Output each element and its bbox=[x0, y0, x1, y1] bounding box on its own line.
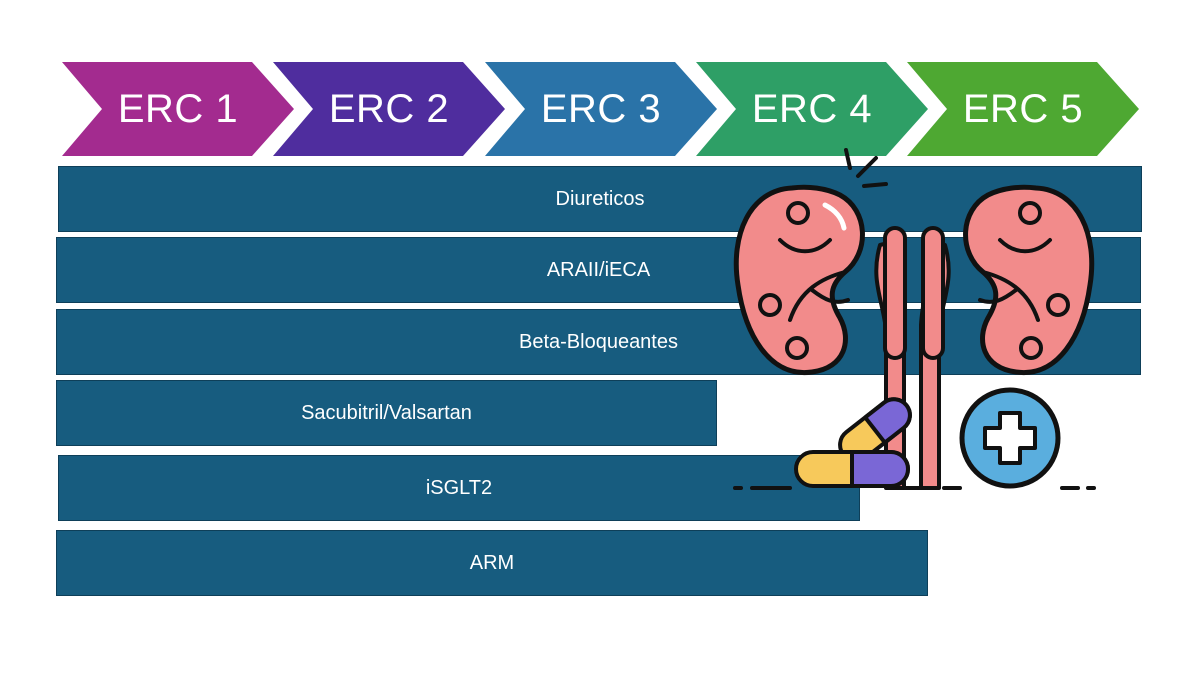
treatment-bar-beta-bloqueantes: Beta-Bloqueantes bbox=[56, 309, 1141, 375]
ckd-stage-arrows: ERC 1 ERC 2 ERC 3 ERC 4 ERC 5 bbox=[0, 0, 1200, 160]
treatment-bar-araii-ieca: ARAII/iECA bbox=[56, 237, 1141, 303]
treatment-label: iSGLT2 bbox=[425, 477, 493, 499]
kidneys-icon bbox=[733, 184, 1095, 490]
stage-erc-1: ERC 1 bbox=[62, 62, 294, 156]
treatment-bar-diureticos: Diureticos bbox=[58, 166, 1142, 232]
treatment-label: Sacubitril/Valsartan bbox=[301, 402, 472, 424]
stage-label: ERC 2 bbox=[328, 87, 450, 131]
medical-cross-icon bbox=[959, 387, 1061, 489]
sparkle-icon bbox=[844, 148, 888, 188]
treatment-bar-arm: ARM bbox=[56, 530, 928, 596]
treatment-bar-sacubitril-valsartan: Sacubitril/Valsartan bbox=[56, 380, 717, 446]
chevron-shape bbox=[907, 62, 1139, 156]
stage-erc-2: ERC 2 bbox=[273, 62, 505, 156]
chevron-shape bbox=[273, 62, 505, 156]
stage-erc-3: ERC 3 bbox=[485, 62, 717, 156]
treatment-bar-isglt2: iSGLT2 bbox=[58, 455, 860, 521]
treatment-label: Beta-Bloqueantes bbox=[518, 331, 678, 353]
treatment-label: Diureticos bbox=[555, 188, 645, 210]
stage-label: ERC 3 bbox=[540, 87, 662, 131]
capsule-icon bbox=[794, 397, 912, 488]
stage-label: ERC 5 bbox=[962, 87, 1084, 131]
stage-label: ERC 4 bbox=[751, 87, 873, 131]
treatment-label: ARAII/iECA bbox=[546, 259, 651, 281]
chevron-shape bbox=[696, 62, 928, 156]
stage-erc-5: ERC 5 bbox=[907, 62, 1139, 156]
chevron-shape bbox=[62, 62, 294, 156]
stage-erc-4: ERC 4 bbox=[696, 62, 928, 156]
treatment-label: ARM bbox=[469, 552, 515, 574]
kidney-illustration bbox=[733, 148, 1096, 490]
stage-label: ERC 1 bbox=[117, 87, 239, 131]
chevron-shape bbox=[485, 62, 717, 156]
